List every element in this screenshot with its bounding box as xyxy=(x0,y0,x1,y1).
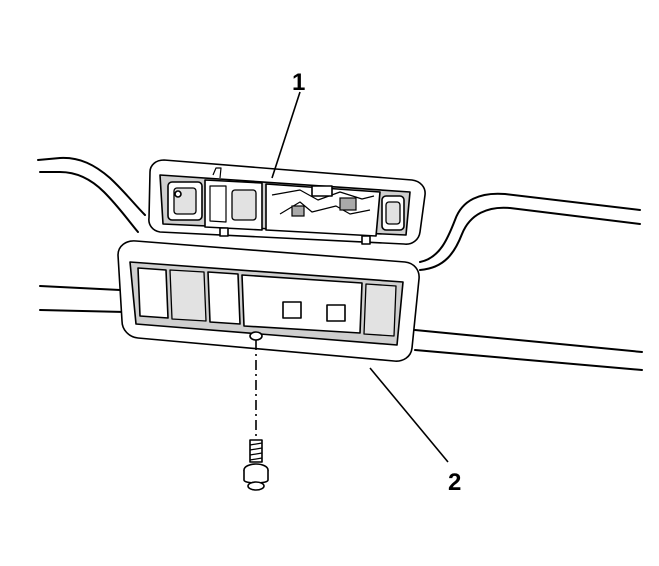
mounting-screw xyxy=(243,340,269,491)
callout-2: 2 xyxy=(448,469,461,496)
leader-line-1 xyxy=(271,91,301,179)
lamp-bezel-lens xyxy=(117,240,420,362)
leader-line-2 xyxy=(369,367,449,463)
headliner-contour xyxy=(37,156,643,371)
lamp-housing-base xyxy=(148,159,426,245)
callout-1: 1 xyxy=(292,69,305,96)
